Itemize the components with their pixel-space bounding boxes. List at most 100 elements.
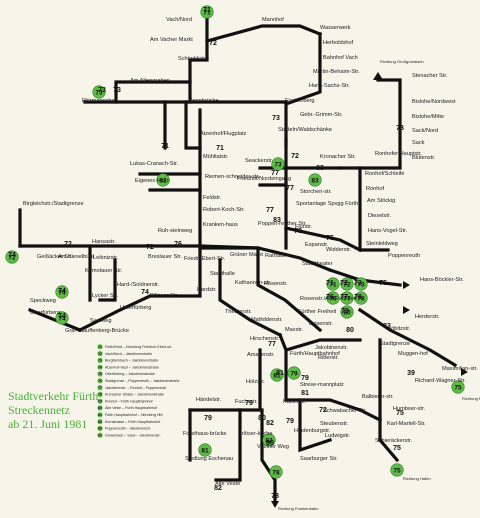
- route-number: 75: [393, 445, 401, 452]
- terminus-circle-shape: [55, 285, 69, 299]
- terminus-route-number: 78: [272, 469, 280, 476]
- arrow-east-maxim: [461, 368, 468, 376]
- route-number: 77: [266, 207, 274, 214]
- stop-label: Kronacher Str.: [320, 154, 356, 160]
- terminus-circle-shape: [92, 85, 106, 99]
- arrow-east-herder: [403, 306, 410, 314]
- stop-label: Seackerstr.: [245, 158, 273, 164]
- route-number: 78: [271, 493, 279, 500]
- stop-label: Hans-Böckler-Str.: [420, 277, 464, 283]
- route-number: 82: [214, 485, 222, 492]
- stop-label: Forsthaus-brücke: [183, 431, 227, 437]
- stop-label: Eigenes Heim: [135, 178, 170, 184]
- route-number: 72: [146, 244, 154, 251]
- legend-route: 79: [98, 399, 102, 403]
- stop-label: Bahnhof Vach: [323, 55, 358, 61]
- route-number: 79: [341, 308, 349, 315]
- stop-label: Fürth/Hauptbahnhof: [290, 351, 340, 357]
- route-number: 80: [346, 327, 354, 334]
- stop-label: Wasserwerk: [320, 25, 351, 31]
- legend-text: Atzenhof-Vach – Jakobinenstraße: [105, 365, 159, 369]
- route-terminus-circle: 79: [287, 366, 301, 380]
- stop-label: Martin-Behaim-Str.: [313, 69, 360, 75]
- stop-label: Vestner Weg: [257, 444, 289, 450]
- route-terminus-circle: 82: [262, 433, 276, 447]
- terminus-route-number: 83: [311, 177, 319, 184]
- line-poppen: [284, 226, 363, 253]
- stop-label: Karl-Martell-Str.: [387, 421, 426, 427]
- terminus-route-number: 82: [265, 437, 273, 444]
- stop-label: Hardstr.: [197, 287, 217, 293]
- legend-route: 80: [98, 406, 102, 410]
- stop-label: Robert-Koch-Str.: [203, 207, 245, 213]
- route-number: 79: [286, 418, 294, 425]
- stop-label: Kathannen-str.: [235, 280, 272, 286]
- route-number: 74: [141, 289, 149, 296]
- stop-label: Graf-Stauffenberg-Brücke: [65, 328, 129, 334]
- stop-label: Hindenburgstr.: [294, 428, 331, 434]
- route-terminus-circle: 76: [326, 291, 340, 305]
- route-number: 81: [276, 370, 284, 377]
- line-stadthalle: [218, 258, 283, 338]
- terminus-route-number: 81: [273, 372, 281, 379]
- stop-label: Händelstr.: [196, 397, 222, 403]
- terminus-route-number: 79: [290, 370, 298, 377]
- stop-label: Mannhof: [262, 17, 284, 23]
- exit-arrows: [271, 72, 468, 508]
- arrow-south-frankenbahn: [271, 501, 279, 508]
- stop-label: Breslauer Str.: [148, 254, 182, 260]
- line-löbitz: [357, 307, 458, 368]
- terminus-circle-shape: [354, 291, 368, 305]
- legend-text: Alte Veste – Fürth Hauptbahnhof: [105, 406, 157, 410]
- route-number: 72: [340, 280, 348, 287]
- legend-circle: [97, 405, 103, 411]
- stop-label: Komotauer Str.: [85, 268, 123, 274]
- stop-label: Lukas-Cranach-Str.: [130, 161, 179, 167]
- terminus-circle-shape: [269, 465, 283, 479]
- terminus-route-number: 80: [343, 309, 351, 316]
- stop-label: Kranken-haus: [203, 222, 238, 228]
- route-terminus-circle: 75: [390, 463, 404, 477]
- legend-route: 78: [98, 393, 102, 397]
- stop-label: Vach/Nord: [166, 17, 192, 23]
- stop-label: Theaterstr.: [225, 309, 252, 315]
- stop-label: Rathaus: [265, 253, 286, 259]
- stop-label: Stadttheater: [302, 261, 333, 267]
- legend-text: Jakobinenstr. – Ronhof – Poppenreuth: [105, 386, 166, 390]
- arrow-north-east: [373, 72, 383, 80]
- legend-text: Stadtgrenze – Poppenreuth – Jakobinenstr…: [105, 379, 180, 383]
- stop-label: Ritterstr.: [318, 355, 339, 361]
- line-altengraben: [83, 80, 192, 104]
- stop-label: Poppen-reuther Str.: [258, 221, 307, 227]
- route-number: 72: [209, 40, 217, 47]
- terminus-route-number: 71: [329, 281, 337, 288]
- line-hauptbahnhof: [277, 332, 362, 352]
- route-terminus-circle: 78: [354, 291, 368, 305]
- stop-label: Poppenreuth: [388, 253, 420, 259]
- title-line-1: Stadtverkehr Fürth: [8, 389, 98, 403]
- legend-circle: [97, 419, 103, 425]
- stop-label: Widderstr.: [326, 247, 352, 253]
- stop-label: Hans-Sachs-Str.: [309, 83, 350, 89]
- route-terminus-circle: 75: [451, 380, 465, 394]
- legend-text: Kornstrasse – Fürth Hauptbahnhof: [105, 420, 160, 424]
- stop-label: Am Kieselbühl: [58, 254, 94, 260]
- line-stenach: [358, 78, 402, 170]
- route-number: 77: [268, 341, 276, 348]
- stop-label: Mathildenstr.: [251, 317, 283, 323]
- stop-label: Gebr.-Grimm-Str.: [300, 112, 343, 118]
- route-number: 80: [258, 415, 266, 422]
- legend-circle: [97, 425, 103, 431]
- stop-label: Pillauer Str.: [150, 293, 179, 299]
- line-ronhof: [338, 166, 390, 252]
